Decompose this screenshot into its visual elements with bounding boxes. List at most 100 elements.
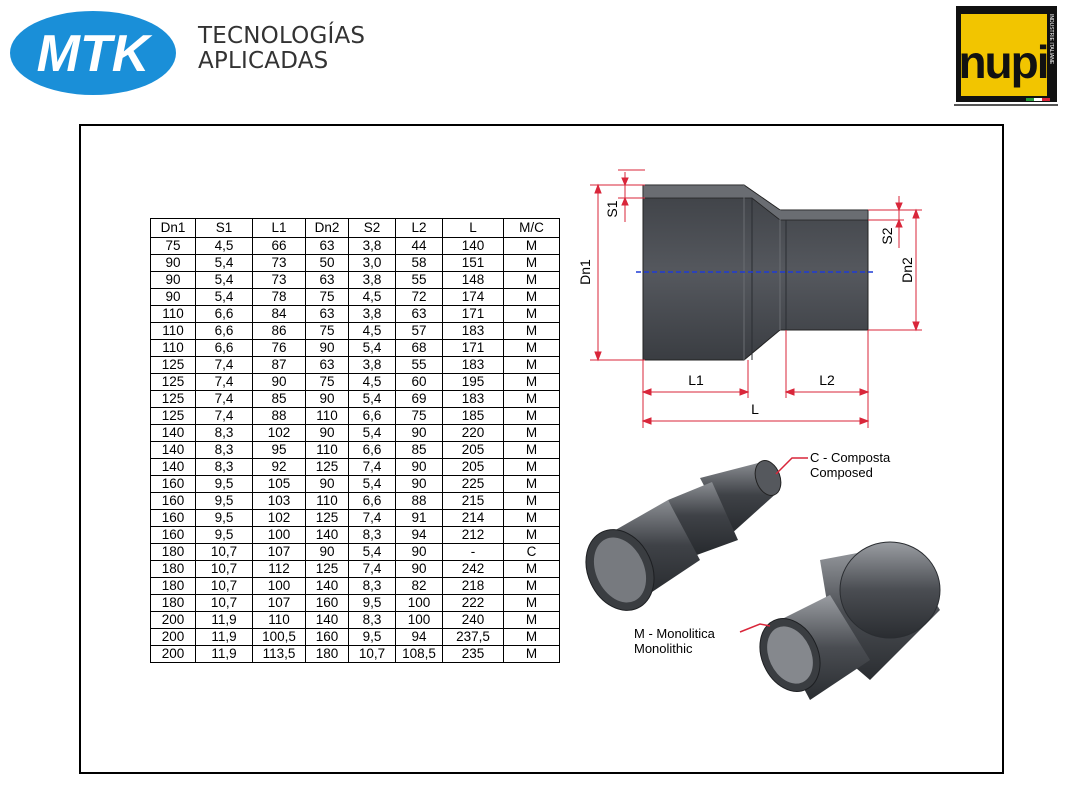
table-cell: M xyxy=(503,509,560,527)
table-cell: 100 xyxy=(395,611,443,629)
table-cell: 90 xyxy=(395,458,443,476)
table-cell: 78 xyxy=(252,288,306,306)
table-cell: M xyxy=(503,356,560,374)
composed-label-en: Composed xyxy=(810,465,873,480)
table-cell: M xyxy=(503,322,560,340)
table-cell: 9,5 xyxy=(195,526,253,544)
table-cell: 8,3 xyxy=(348,611,396,629)
monolithic-label-en: Monolithic xyxy=(634,641,693,656)
table-cell: 5,4 xyxy=(348,543,396,561)
label-l2: L2 xyxy=(819,372,835,388)
table-cell: 160 xyxy=(150,492,196,510)
table-cell: 160 xyxy=(305,594,349,612)
table-cell: 110 xyxy=(305,492,349,510)
table-cell: M xyxy=(503,237,560,255)
table-cell: 90 xyxy=(305,339,349,357)
table-cell: 200 xyxy=(150,645,196,663)
table-cell: 11,9 xyxy=(195,628,253,646)
table-cell: 242 xyxy=(442,560,504,578)
table-cell: 75 xyxy=(305,322,349,340)
table-cell: 205 xyxy=(442,441,504,459)
monolithic-leader-line xyxy=(739,623,771,633)
label-dn1: Dn1 xyxy=(577,259,593,285)
table-cell: 3,8 xyxy=(348,305,396,323)
table-cell: 11,9 xyxy=(195,611,253,629)
monolithic-label: M - Monolitica xyxy=(634,626,715,641)
table-cell: 63 xyxy=(395,305,443,323)
table-cell: 4,5 xyxy=(195,237,253,255)
table-cell: 180 xyxy=(150,577,196,595)
table-cell: 88 xyxy=(395,492,443,510)
label-dn2: Dn2 xyxy=(899,257,915,283)
table-cell: 5,4 xyxy=(195,271,253,289)
table-cell: 6,6 xyxy=(195,322,253,340)
table-cell: 125 xyxy=(150,373,196,391)
table-cell: 110 xyxy=(150,322,196,340)
content-frame xyxy=(79,124,1004,774)
table-cell: M xyxy=(503,594,560,612)
table-cell: 140 xyxy=(150,441,196,459)
table-cell: 85 xyxy=(252,390,306,408)
table-cell: 5,4 xyxy=(195,288,253,306)
table-cell: 140 xyxy=(305,526,349,544)
table-cell: 10,7 xyxy=(195,577,253,595)
table-cell: 90 xyxy=(150,271,196,289)
table-cell: 3,0 xyxy=(348,254,396,272)
table-cell: 75 xyxy=(150,237,196,255)
tagline-line2: APLICADAS xyxy=(198,48,329,74)
table-cell: 220 xyxy=(442,424,504,442)
table-cell: 125 xyxy=(150,356,196,374)
table-cell: 100 xyxy=(395,594,443,612)
column-header-mc: M/C xyxy=(503,218,560,238)
table-cell: 180 xyxy=(150,543,196,561)
table-cell: M xyxy=(503,339,560,357)
table-cell: 7,4 xyxy=(348,560,396,578)
table-cell: 110 xyxy=(305,441,349,459)
table-cell: 180 xyxy=(150,560,196,578)
table-cell: M xyxy=(503,560,560,578)
table-cell: 214 xyxy=(442,509,504,527)
table-cell: 91 xyxy=(395,509,443,527)
logo-underline xyxy=(954,104,1058,106)
table-cell: 75 xyxy=(395,407,443,425)
tagline-line1: TECNOLOGÍAS xyxy=(198,23,366,49)
table-cell: M xyxy=(503,271,560,289)
table-cell: 92 xyxy=(252,458,306,476)
table-cell: 160 xyxy=(150,475,196,493)
table-cell: 110 xyxy=(305,407,349,425)
table-cell: 4,5 xyxy=(348,373,396,391)
table-cell: 8,3 xyxy=(348,526,396,544)
table-cell: 140 xyxy=(305,611,349,629)
table-cell: 102 xyxy=(252,509,306,527)
table-cell: 6,6 xyxy=(348,492,396,510)
table-cell: M xyxy=(503,305,560,323)
table-cell: 174 xyxy=(442,288,504,306)
table-cell: 8,3 xyxy=(195,441,253,459)
table-cell: 7,4 xyxy=(195,356,253,374)
table-cell: 160 xyxy=(305,628,349,646)
table-cell: C xyxy=(503,543,560,561)
composed-leader-line xyxy=(775,457,808,475)
table-cell: 7,4 xyxy=(348,509,396,527)
table-cell: 160 xyxy=(150,509,196,527)
table-cell: 50 xyxy=(305,254,349,272)
table-cell: 69 xyxy=(395,390,443,408)
table-cell: 90 xyxy=(252,373,306,391)
table-cell: 171 xyxy=(442,305,504,323)
table-cell: 7,4 xyxy=(195,373,253,391)
composed-callout: C - Composta Composed xyxy=(810,450,890,480)
table-cell: 240 xyxy=(442,611,504,629)
table-cell: 8,3 xyxy=(195,424,253,442)
table-cell: 6,6 xyxy=(348,441,396,459)
table-cell: 103 xyxy=(252,492,306,510)
table-cell: 10,7 xyxy=(348,645,396,663)
table-cell: 44 xyxy=(395,237,443,255)
mtk-logo: MTK xyxy=(10,11,176,95)
table-cell: 75 xyxy=(305,373,349,391)
table-cell: 105 xyxy=(252,475,306,493)
